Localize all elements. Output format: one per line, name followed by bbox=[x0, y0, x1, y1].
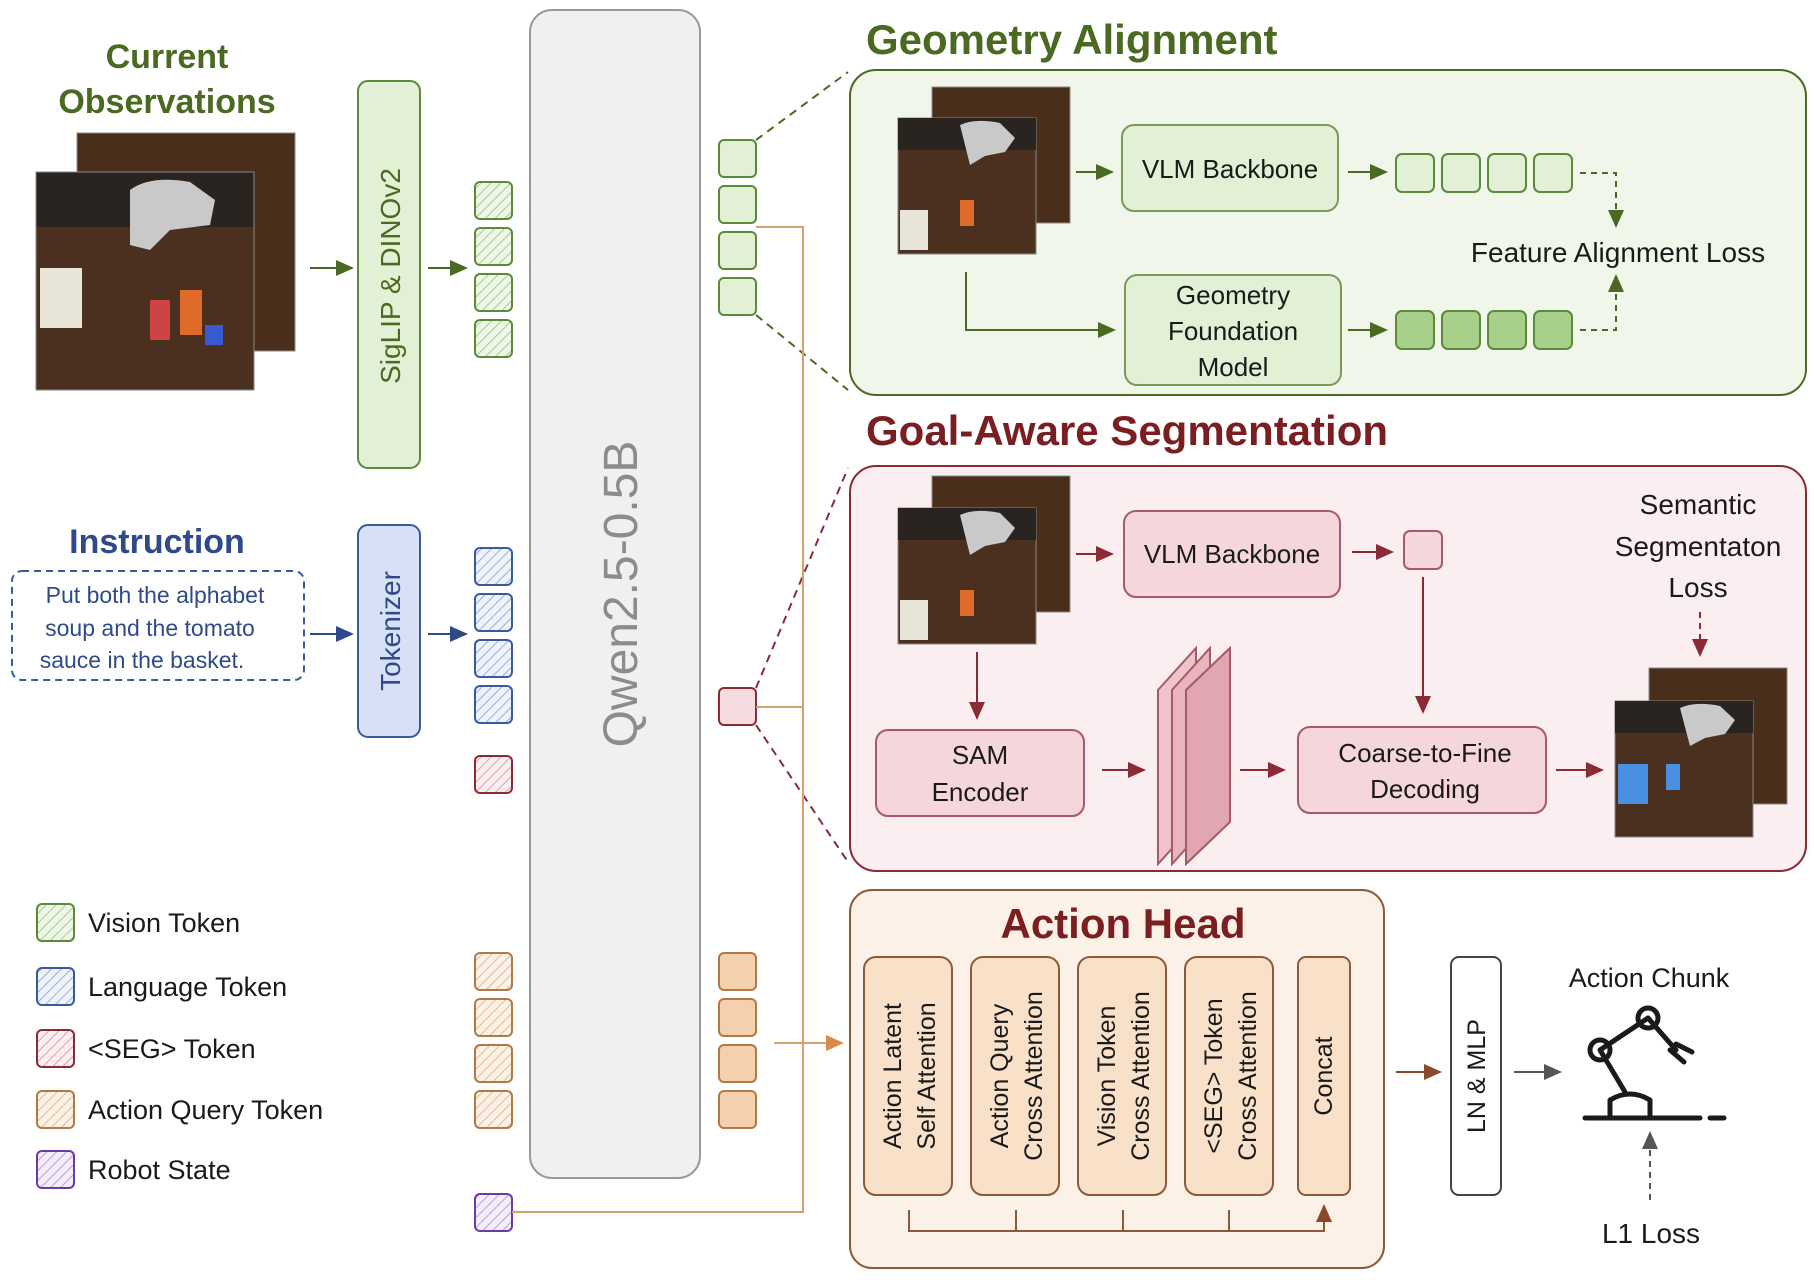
instruction-line2: soup and the tomato bbox=[45, 615, 255, 641]
action-block-4 bbox=[1184, 956, 1274, 1196]
geometry-title: Geometry Alignment bbox=[866, 16, 1278, 63]
legend-swatch-vision bbox=[36, 903, 75, 942]
segmentation-vlm-backbone-label: VLM Backbone bbox=[1144, 539, 1320, 569]
action-block-1-line1: Action Latent bbox=[879, 1003, 907, 1149]
legend-swatch-language bbox=[36, 967, 75, 1006]
legend-label-seg: <SEG> Token bbox=[88, 1034, 256, 1064]
geometry-vlm-backbone-label: VLM Backbone bbox=[1142, 154, 1318, 184]
action-block-5-line1: Concat bbox=[1310, 1036, 1338, 1115]
action-block-2-line2: Cross Attention bbox=[1020, 991, 1048, 1161]
action-head-residual-connector bbox=[908, 1204, 1332, 1232]
geo-img-to-foundation bbox=[965, 272, 1116, 338]
sam-encoder-line1: SAM bbox=[952, 740, 1008, 770]
llm-box bbox=[529, 9, 701, 1179]
vision-encoder-label: SigLIP & DINOv2 bbox=[375, 168, 406, 384]
robot-arm-icon bbox=[1582, 1005, 1727, 1121]
observations-title-line2: Observations bbox=[58, 83, 275, 121]
coarse-to-fine-box bbox=[1297, 726, 1547, 814]
l1-loss-label: L1 Loss bbox=[1602, 1218, 1700, 1249]
tokenizer-label: Tokenizer bbox=[375, 571, 406, 691]
geometry-foundation-box bbox=[1124, 274, 1342, 386]
seg-token-output bbox=[718, 687, 757, 726]
ln-mlp-box bbox=[1450, 956, 1502, 1196]
sam-encoder-line2: Encoder bbox=[932, 777, 1029, 807]
action-block-2 bbox=[970, 956, 1060, 1196]
legend-swatch-action-query bbox=[36, 1090, 75, 1129]
geometry-foundation-features bbox=[1395, 310, 1573, 350]
geometry-observation-image bbox=[897, 86, 1071, 255]
vision-tokens-output bbox=[718, 139, 757, 316]
geometry-foundation-line2: Foundation bbox=[1168, 316, 1298, 346]
action-block-3-line2: Cross Attention bbox=[1127, 991, 1155, 1161]
ln-mlp-label: LN & MLP bbox=[1463, 1019, 1491, 1133]
segmentation-vlm-backbone-box bbox=[1123, 510, 1341, 598]
vision-tokens-input bbox=[474, 181, 513, 358]
coarse-to-fine-line1: Coarse-to-Fine bbox=[1338, 738, 1511, 768]
legend-label-robot-state: Robot State bbox=[88, 1155, 231, 1185]
robot-state-token bbox=[474, 1193, 513, 1232]
observation-images bbox=[35, 132, 296, 391]
seg-loss-line1: Semantic bbox=[1640, 489, 1757, 520]
observations-title-line1: Current bbox=[106, 38, 229, 76]
action-block-2-line1: Action Query bbox=[986, 1003, 1014, 1148]
segmentation-output-image bbox=[1614, 667, 1788, 838]
geometry-vlm-backbone-box bbox=[1121, 124, 1339, 212]
segmentation-title: Goal-Aware Segmentation bbox=[866, 407, 1388, 454]
action-head-title: Action Head bbox=[1000, 900, 1245, 947]
action-block-1-line2: Self Attention bbox=[913, 1002, 941, 1149]
seg-token-input bbox=[474, 755, 513, 794]
geo-feature-bottom-to-loss bbox=[1580, 274, 1624, 331]
instruction-line1: Put both the alphabet bbox=[46, 582, 265, 608]
seg-loss-line3: Loss bbox=[1668, 572, 1727, 603]
sam-encoder-box bbox=[875, 729, 1085, 817]
legend: Vision Token Language Token <SEG> Token … bbox=[36, 903, 323, 1189]
action-query-tokens-input bbox=[474, 952, 513, 1129]
instruction-title: Instruction bbox=[69, 523, 245, 561]
legend-label-action-query: Action Query Token bbox=[88, 1095, 323, 1125]
coarse-to-fine-line2: Decoding bbox=[1370, 774, 1480, 804]
geo-feature-top-to-loss bbox=[1580, 172, 1624, 228]
language-tokens-input bbox=[474, 547, 513, 724]
legend-swatch-seg bbox=[36, 1029, 75, 1068]
action-block-4-line2: Cross Attention bbox=[1234, 991, 1262, 1161]
segmentation-seg-feature bbox=[1403, 530, 1443, 570]
action-query-tokens-output bbox=[718, 952, 757, 1129]
geometry-vlm-features bbox=[1395, 153, 1573, 193]
action-block-3-line1: Vision Token bbox=[1093, 1006, 1121, 1147]
legend-label-language: Language Token bbox=[88, 972, 287, 1002]
legend-swatch-robot-state bbox=[36, 1150, 75, 1189]
action-block-5 bbox=[1297, 956, 1351, 1196]
action-head-input-connectors bbox=[512, 226, 844, 1213]
action-block-4-line1: <SEG> Token bbox=[1200, 998, 1228, 1153]
seg-loss-line2: Segmentaton bbox=[1615, 531, 1782, 562]
instruction-line3: sauce in the basket. bbox=[40, 647, 245, 673]
tokenizer-box bbox=[357, 524, 421, 738]
legend-label-vision: Vision Token bbox=[88, 908, 240, 938]
action-chunk-label: Action Chunk bbox=[1569, 963, 1730, 993]
geometry-foundation-line3: Model bbox=[1198, 352, 1269, 382]
segmentation-observation-image bbox=[897, 475, 1071, 645]
action-block-3 bbox=[1077, 956, 1167, 1196]
sam-feature-maps bbox=[1157, 645, 1231, 867]
vision-encoder-box bbox=[357, 80, 421, 469]
llm-label: Qwen2.5-0.5B bbox=[595, 441, 648, 748]
action-head-blocks bbox=[863, 956, 1351, 1196]
instruction-box bbox=[11, 570, 305, 681]
feature-alignment-loss: Feature Alignment Loss bbox=[1471, 237, 1765, 268]
action-block-1 bbox=[863, 956, 953, 1196]
geometry-zoom-line-top bbox=[755, 71, 849, 141]
geometry-foundation-line1: Geometry bbox=[1176, 280, 1290, 310]
